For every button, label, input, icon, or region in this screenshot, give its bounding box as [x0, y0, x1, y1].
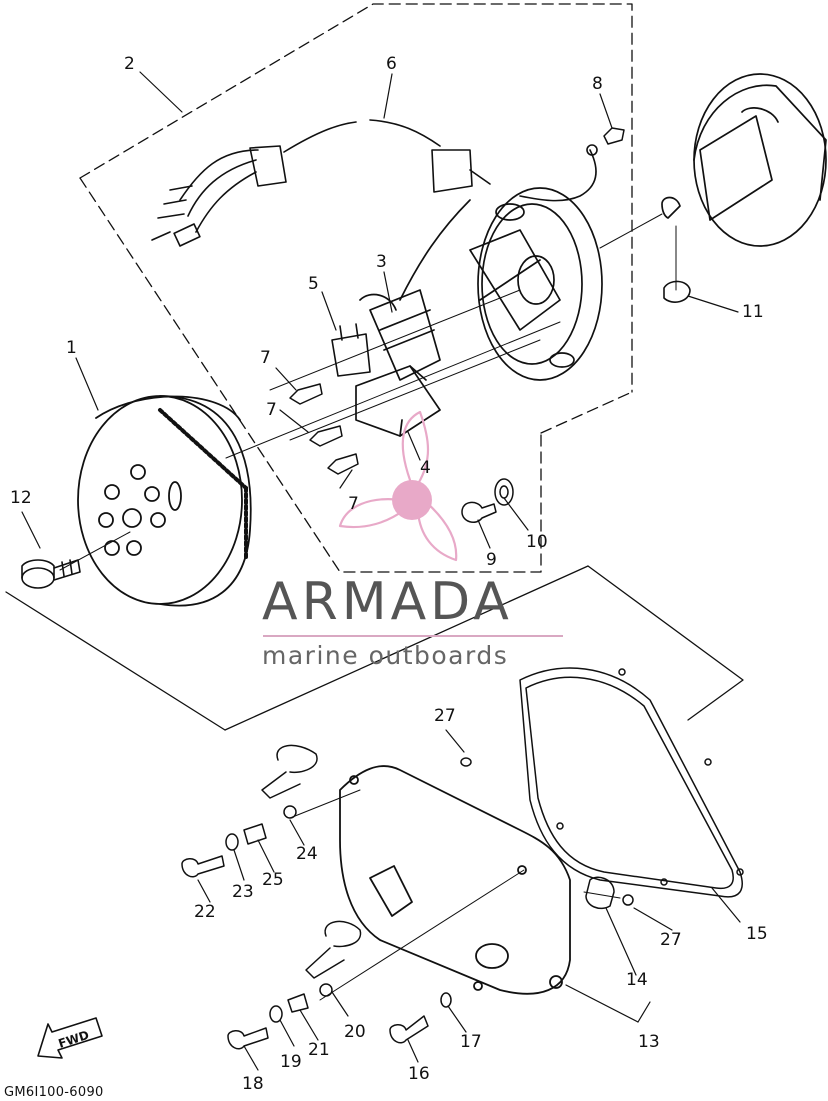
callout-23: 22 [194, 902, 216, 922]
dashed-outlines [79, 3, 633, 573]
crankshaft-cone [661, 73, 827, 247]
callout-10: 9 [486, 550, 497, 570]
flywheel-cover [339, 765, 571, 995]
watermark-divider [263, 635, 563, 637]
pulser-coil [331, 323, 371, 377]
callout-7-lower: 7 [348, 494, 359, 514]
cover-hardware [181, 744, 634, 1050]
section-frame [5, 565, 744, 731]
stator-plate [399, 187, 603, 381]
callout-8: 7 [260, 348, 271, 368]
callout-27-lower: 27 [660, 930, 682, 950]
callout-26: 25 [262, 870, 284, 890]
callout-9: 8 [592, 74, 603, 94]
cover-gasket [519, 667, 744, 898]
callout-12: 11 [742, 302, 764, 322]
callout-27-upper: 27 [434, 706, 456, 726]
lighting-coil [355, 365, 441, 437]
flywheel-nut [21, 559, 81, 589]
callout-4: 4 [420, 458, 431, 478]
callout-17: 16 [408, 1064, 430, 1084]
callout-2: 2 [124, 54, 135, 74]
callout-21: 20 [344, 1022, 366, 1042]
wire-harness [151, 119, 598, 247]
alignment-lines [59, 213, 677, 1001]
flywheel [77, 395, 252, 607]
callout-14: 13 [638, 1032, 660, 1052]
callout-19: 18 [242, 1074, 264, 1094]
propeller-icon [338, 410, 458, 562]
leader-lines [21, 71, 741, 1071]
callout-1: 1 [66, 338, 77, 358]
callout-16: 15 [746, 924, 768, 944]
callout-18: 17 [460, 1032, 482, 1052]
callout-24: 23 [232, 882, 254, 902]
fwd-arrow-icon [37, 1017, 103, 1059]
callout-25: 24 [296, 844, 318, 864]
callout-13: 12 [10, 488, 32, 508]
callout-15: 14 [626, 970, 648, 990]
callout-3: 3 [376, 252, 387, 272]
callout-11: 10 [526, 532, 548, 552]
watermark-tagline: marine outboards [262, 641, 509, 670]
charge-coil [359, 289, 441, 381]
callout-6: 6 [386, 54, 397, 74]
watermark-brand: ARMADA [262, 572, 513, 632]
callout-7-upper: 7 [266, 400, 277, 420]
woodruff-key [663, 280, 691, 303]
callout-20: 19 [280, 1052, 302, 1072]
callout-22: 21 [308, 1040, 330, 1060]
callout-5: 5 [308, 274, 319, 294]
upper-screws [289, 127, 625, 523]
figure-code: GM6I100-6090 [4, 1085, 104, 1100]
